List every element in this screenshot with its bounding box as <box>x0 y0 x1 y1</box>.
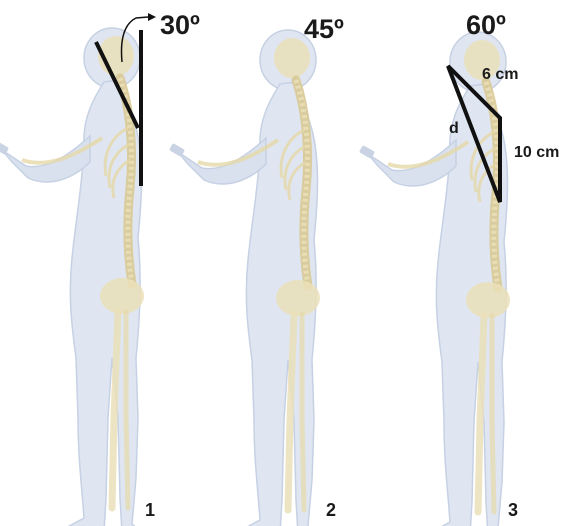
figure-number-3: 3 <box>508 500 518 521</box>
figure-number-2: 2 <box>326 500 336 521</box>
angle-label-2: 45º <box>304 14 344 45</box>
angle-label-3: 60º <box>466 10 506 41</box>
dimension-spine-segment: 10 cm <box>514 144 559 162</box>
arrowhead-1 <box>148 13 156 21</box>
dimension-top-segment: 6 cm <box>482 66 518 84</box>
person-figure-2 <box>169 30 322 526</box>
figure-number-1: 1 <box>145 500 155 521</box>
dimension-distance: d <box>449 120 459 138</box>
angle-label-1: 30º <box>160 10 200 41</box>
